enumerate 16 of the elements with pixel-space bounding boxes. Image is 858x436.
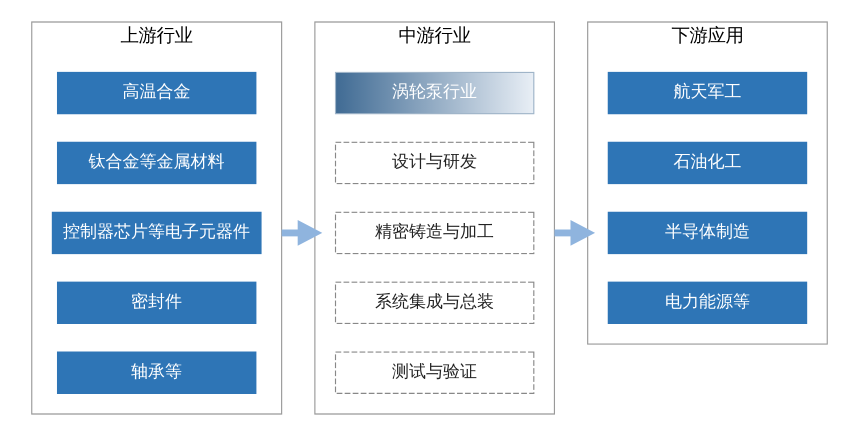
node-box: 石油化工 (607, 142, 807, 184)
node-box: 电力能源等 (607, 282, 807, 324)
node-box: 高温合金 (56, 72, 256, 114)
node-box: 设计与研发 (334, 142, 534, 184)
node-box: 半导体制造 (607, 212, 807, 254)
node-box: 系统集成与总装 (334, 282, 534, 324)
arrow (554, 220, 595, 246)
node-box: 轴承等 (56, 352, 256, 394)
node-box: 涡轮泵行业 (334, 72, 534, 114)
node-box: 精密铸造与加工 (334, 212, 534, 254)
node-box: 密封件 (56, 282, 256, 324)
node-box: 钛合金等金属材料 (56, 142, 256, 184)
node-box: 航天军工 (607, 72, 807, 114)
arrow (281, 220, 322, 246)
node-box: 测试与验证 (334, 352, 534, 394)
node-box: 控制器芯片等电子元器件 (51, 212, 262, 254)
